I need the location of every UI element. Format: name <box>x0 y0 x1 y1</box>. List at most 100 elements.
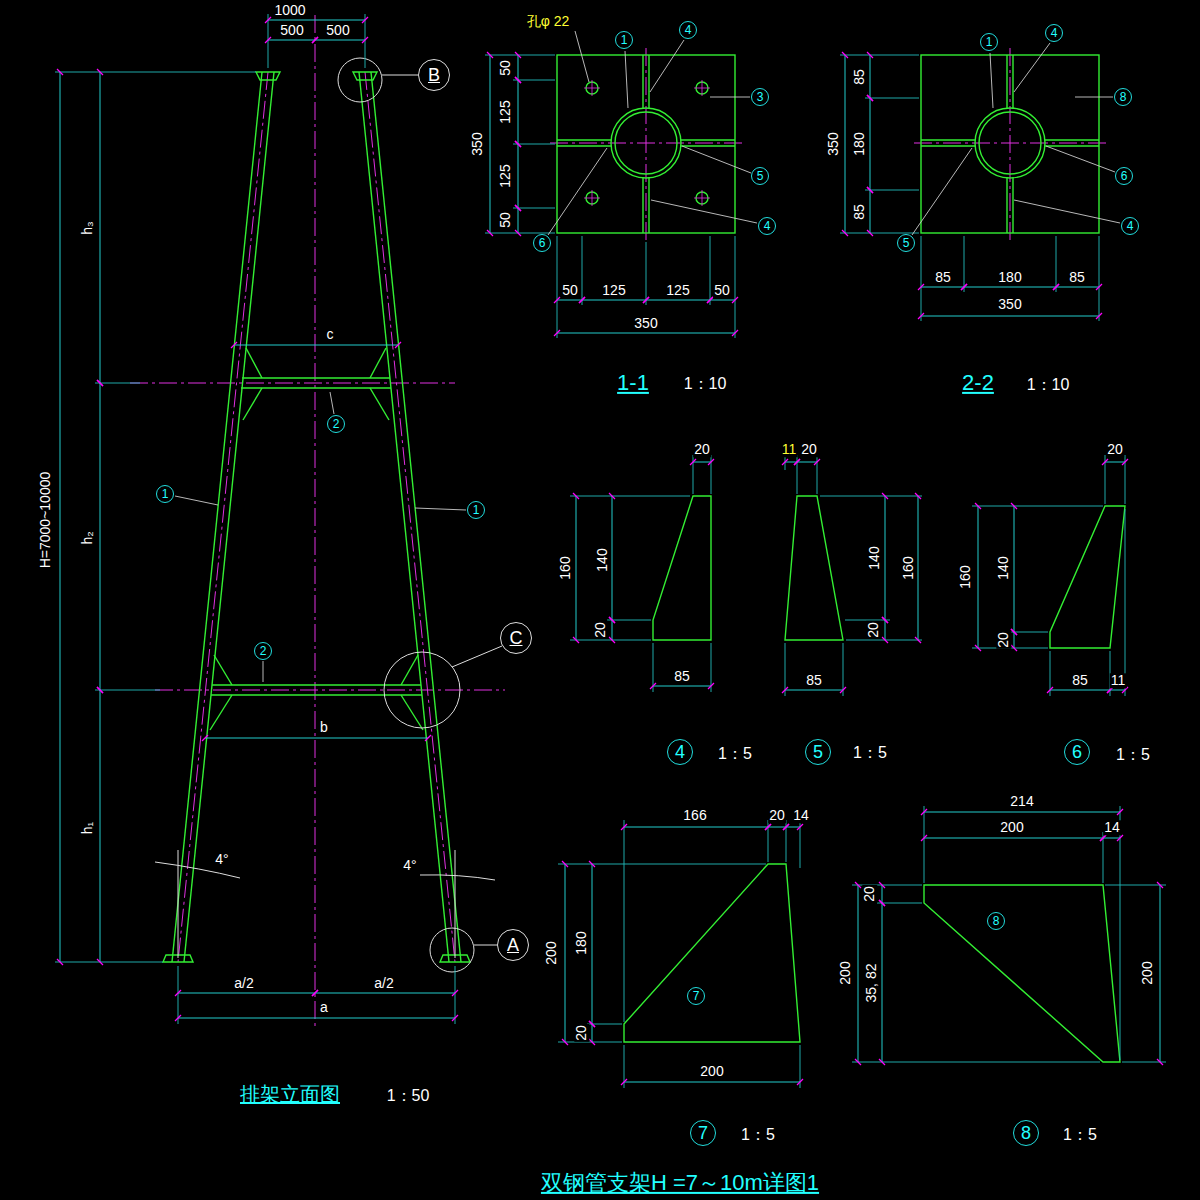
extension-line <box>95 690 160 691</box>
dimension-line <box>978 506 979 648</box>
dimension-line <box>100 690 101 962</box>
center-line <box>365 72 455 962</box>
center-line <box>155 690 505 691</box>
dimension-text: 85 <box>934 270 952 285</box>
dimension-line <box>205 738 428 739</box>
steel-member <box>211 694 422 695</box>
detail-circle <box>382 75 418 76</box>
extension-line <box>570 640 651 641</box>
extension-line <box>921 236 922 321</box>
dimension-line <box>624 1082 800 1083</box>
steel-member <box>1050 506 1125 648</box>
dimension-text: 1000 <box>273 3 306 18</box>
dimension-text: 214 <box>1009 794 1034 809</box>
leader-line <box>263 661 264 682</box>
callout-number: 6 <box>533 234 551 252</box>
steel-member <box>401 655 418 685</box>
extension-line <box>924 806 925 883</box>
scale-text: 1：5 <box>1115 746 1151 764</box>
callout-digit: 4 <box>764 220 771 232</box>
dimension-text: 180 <box>574 930 589 955</box>
callout-digit: 6 <box>539 237 546 249</box>
dimension-text: 140 <box>996 555 1011 580</box>
dimension-line <box>646 300 710 301</box>
leader-line <box>330 392 334 414</box>
extension-line <box>735 236 736 338</box>
dimension-line <box>624 827 768 828</box>
leader-line <box>1014 200 1120 223</box>
leader-line <box>1046 146 1115 172</box>
dimension-line <box>870 55 871 98</box>
dimension-text: 14 <box>792 808 810 823</box>
callout-number: 1 <box>980 33 998 51</box>
steel-member <box>611 108 681 178</box>
dimension-line <box>921 287 964 288</box>
dimension-line <box>557 333 735 334</box>
detail-letter: C <box>510 629 523 647</box>
dimension-line <box>592 864 593 1024</box>
extension-line <box>1050 651 1051 696</box>
dimension-line <box>785 690 843 691</box>
steel-member <box>921 145 975 146</box>
dimension-text: 140 <box>595 547 610 572</box>
dimension-line <box>100 72 101 383</box>
dimension-line <box>518 144 519 208</box>
detail-circle <box>384 652 460 728</box>
dimension-text: 20 <box>1106 442 1124 457</box>
callout-digit: 4 <box>685 24 692 36</box>
steel-member <box>557 145 611 146</box>
dimension-text: 20 <box>862 885 877 903</box>
dimension-line <box>870 98 871 190</box>
dimension-text: 350 <box>633 316 658 331</box>
dimension-text: 200 <box>699 1064 724 1079</box>
callout-number: 3 <box>751 88 769 106</box>
dimension-line <box>1014 632 1015 648</box>
steel-member <box>642 177 643 233</box>
dimension-text: 35, 82 <box>864 963 879 1004</box>
center-line <box>315 15 316 1030</box>
extension-line <box>1125 509 1126 696</box>
callout-number: 7 <box>687 987 705 1005</box>
dimension-line <box>518 55 519 80</box>
extension-line <box>513 208 555 209</box>
center-line <box>646 48 647 240</box>
extension-line <box>972 506 1103 507</box>
extension-line <box>852 1062 1100 1063</box>
dimension-text: 11 <box>781 442 798 457</box>
callout-number: 5 <box>897 234 915 252</box>
dimension-line <box>924 838 1103 839</box>
callout-digit: 1 <box>986 36 993 48</box>
steel-member <box>241 387 391 388</box>
bolt-hole-cross <box>702 80 703 96</box>
steel-member <box>648 177 649 233</box>
steel-member <box>242 377 390 378</box>
steel-member <box>246 348 262 378</box>
dimension-line <box>918 496 919 640</box>
dimension-text: 20 <box>866 621 881 639</box>
extension-line <box>624 820 625 1022</box>
callout-number: 4 <box>667 739 693 765</box>
dimension-line <box>710 300 735 301</box>
dimension-text: 125 <box>601 283 626 298</box>
callout-digit: 1 <box>473 504 480 516</box>
callout-digit: 1 <box>162 488 169 500</box>
center-line <box>178 72 268 962</box>
detail-circle <box>474 945 497 946</box>
dimension-text: 20 <box>593 621 608 639</box>
detail-circle <box>178 850 179 958</box>
callout-digit: 3 <box>757 91 764 103</box>
callout-digit: 5 <box>757 170 764 182</box>
leader-line <box>575 31 589 82</box>
extension-line <box>785 643 786 696</box>
dimension-line <box>518 80 519 144</box>
callout-digit: 1 <box>621 34 628 46</box>
dimension-line <box>490 55 491 233</box>
dimension-text: 350 <box>997 297 1022 312</box>
steel-member <box>785 496 843 640</box>
leader-line <box>625 51 628 108</box>
steel-member <box>1012 55 1013 109</box>
dimension-text: a/2 <box>233 976 254 991</box>
extension-line <box>558 1042 622 1043</box>
dimension-text: 4° <box>402 858 417 873</box>
